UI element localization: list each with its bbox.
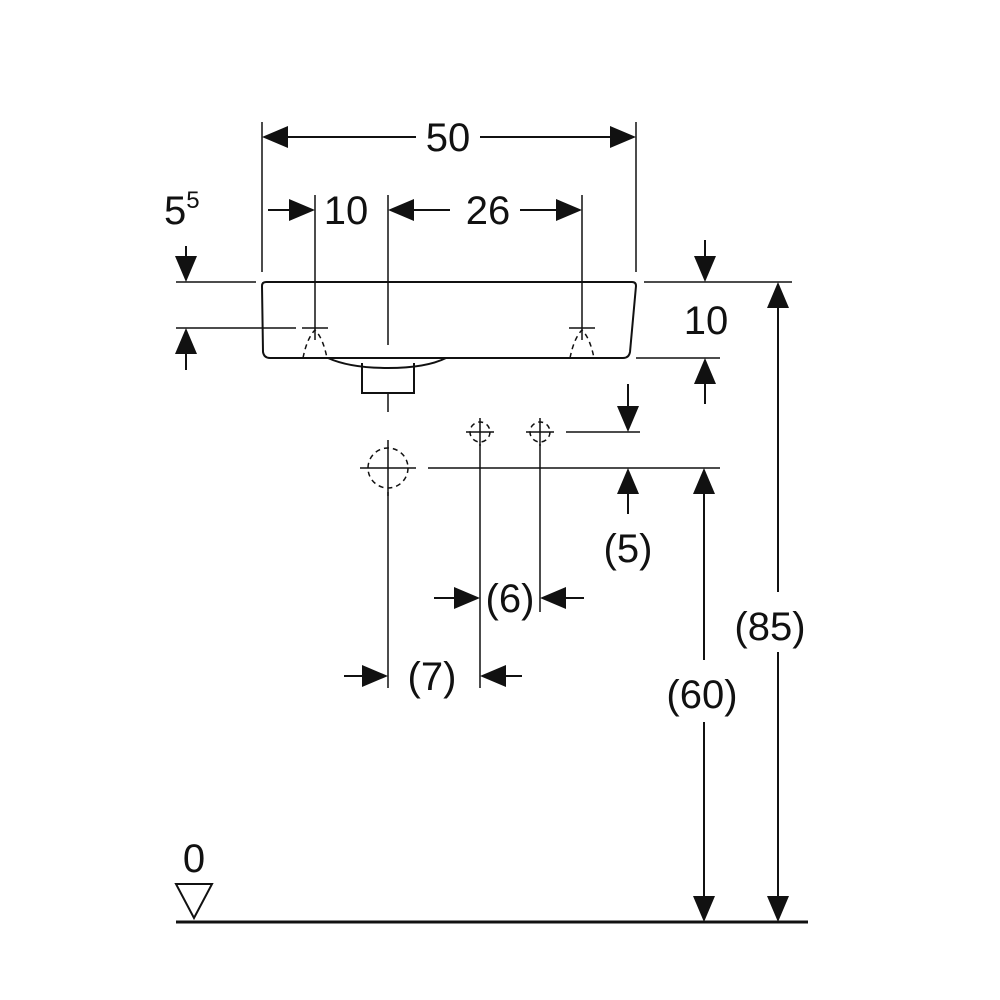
dim-label-rim-height: (85) bbox=[734, 605, 805, 649]
tap-hole-left bbox=[302, 316, 328, 359]
dim-supply-spacing: (6) bbox=[434, 577, 584, 621]
dim-label-drain-offset: (5) bbox=[604, 527, 653, 571]
dim-drain-offset: (5) bbox=[604, 384, 653, 571]
dim-drain-height: (60) bbox=[666, 468, 738, 922]
dim-label-drain-to-supply: (7) bbox=[408, 655, 457, 699]
dim-label-left-offset: 10 bbox=[324, 189, 369, 233]
basin-outline bbox=[260, 281, 638, 394]
dim-tap-spacing: 26 bbox=[388, 189, 582, 233]
tap-hole-right bbox=[569, 316, 595, 359]
dim-rim-offset: 55 bbox=[164, 187, 200, 370]
floor-level-label: 0 bbox=[183, 837, 205, 881]
dim-left-offset: 10 bbox=[268, 189, 368, 233]
dim-label-tap-spacing: 26 bbox=[466, 189, 511, 233]
dim-label-drain-height: (60) bbox=[666, 673, 737, 717]
dim-rim-height: (85) bbox=[734, 282, 806, 922]
dim-label-overall-width: 50 bbox=[426, 116, 471, 160]
drain-position-marker bbox=[360, 440, 416, 496]
dim-label-supply-spacing: (6) bbox=[486, 577, 535, 621]
supply-marker-right bbox=[526, 418, 554, 446]
dim-drain-to-supply: (7) bbox=[344, 655, 522, 699]
dim-basin-height: 10 bbox=[684, 240, 729, 404]
extension-lines bbox=[176, 122, 792, 688]
supply-marker-left bbox=[466, 418, 494, 446]
dim-label-rim-offset: 55 bbox=[164, 187, 200, 233]
dim-label-basin-height: 10 bbox=[684, 299, 729, 343]
floor-level-marker: 0 bbox=[174, 837, 214, 921]
dim-overall-width: 50 bbox=[262, 116, 636, 160]
